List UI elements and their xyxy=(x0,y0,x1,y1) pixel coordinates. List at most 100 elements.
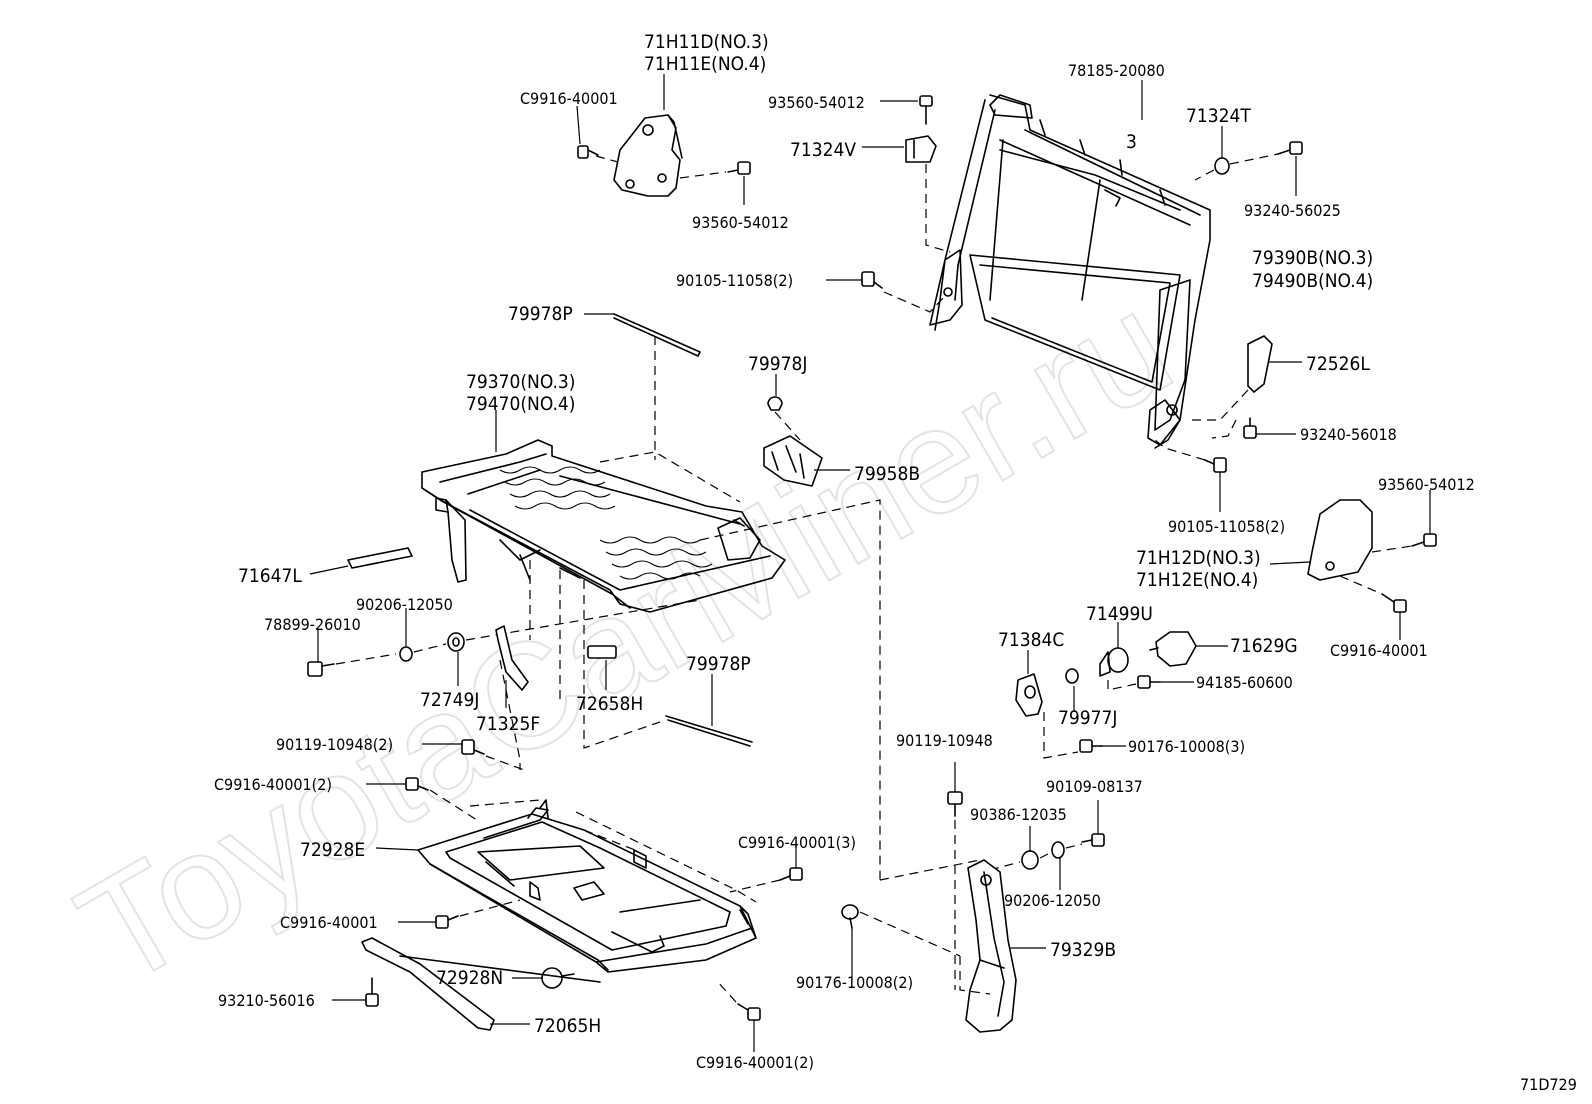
link-71325f[interactable] xyxy=(495,625,529,691)
part-label: 72526L xyxy=(1306,353,1370,375)
part-label: 90119-10948 xyxy=(896,731,993,750)
part-label: 71324V xyxy=(790,139,856,161)
lock-plate-71384c[interactable] xyxy=(1015,673,1043,717)
part-label: 71H12E(NO.4) xyxy=(1136,569,1258,591)
part-label: 93240-56018 xyxy=(1300,425,1397,444)
part-label: 79370(NO.3) xyxy=(466,371,575,393)
bracket-79958b[interactable] xyxy=(763,435,823,487)
bolt-icon xyxy=(1079,739,1103,753)
part-label: 90109-08137 xyxy=(1046,777,1143,796)
strap-72065h[interactable] xyxy=(361,937,601,1031)
bolt-icon xyxy=(1243,417,1257,439)
cap-71324t[interactable] xyxy=(1214,157,1230,175)
part-label: 79329B xyxy=(1050,939,1116,961)
part-label: 90176-10008(3) xyxy=(1128,737,1245,756)
diagram-code: 71D729 xyxy=(1520,1075,1577,1094)
part-label: 90105-11058(2) xyxy=(676,271,793,290)
strip-71647l[interactable] xyxy=(347,547,413,569)
part-label: 71384C xyxy=(998,629,1064,651)
seat-cushion-frame[interactable] xyxy=(421,439,786,613)
bolt-icon xyxy=(841,904,859,929)
bolt-icon xyxy=(727,161,751,175)
screw-icon xyxy=(365,977,379,1007)
part-label: 90176-10008(2) xyxy=(796,973,913,992)
hinge-cover-upper[interactable] xyxy=(613,114,683,197)
part-label: 72065H xyxy=(534,1015,601,1037)
side-pad-72526l[interactable] xyxy=(1247,335,1273,393)
part-label: 90105-11058(2) xyxy=(1168,517,1285,536)
part-label: 79978J xyxy=(748,353,807,375)
hinge-cover-lower[interactable] xyxy=(1307,499,1373,581)
collar-72749j[interactable] xyxy=(447,632,465,652)
part-label: 93560-54012 xyxy=(768,93,865,112)
part-label: C9916-40001(3) xyxy=(738,833,856,852)
part-label: C9916-40001(2) xyxy=(214,775,332,794)
part-label: 90386-12035 xyxy=(970,805,1067,824)
bolt-icon xyxy=(1081,833,1105,847)
under-tray-72928e[interactable] xyxy=(417,799,757,973)
bolt-icon xyxy=(1411,533,1437,547)
part-label: 93560-54012 xyxy=(692,213,789,232)
callout-labels: 71H11D(NO.3) 71H11E(NO.4) C9916-40001 93… xyxy=(214,31,1577,1094)
bolt-icon xyxy=(919,95,933,125)
part-label: 72928E xyxy=(300,839,365,861)
part-label: 71324T xyxy=(1186,105,1251,127)
part-label: C9916-40001 xyxy=(520,89,618,108)
part-label: 79390B(NO.3) xyxy=(1252,247,1373,269)
part-label: 71647L xyxy=(238,565,302,587)
seat-back-frame[interactable] xyxy=(929,94,1211,449)
part-label: 72658H xyxy=(576,693,643,715)
part-label: 71325F xyxy=(476,713,540,735)
part-label: 93560-54012 xyxy=(1378,475,1475,494)
part-label: 78185-20080 xyxy=(1068,61,1165,80)
screw-icon xyxy=(435,915,459,929)
part-label: C9916-40001 xyxy=(1330,641,1428,660)
part-label: C9916-40001 xyxy=(280,913,378,932)
part-label: 79978P xyxy=(686,653,751,675)
washer-icon xyxy=(1051,841,1065,859)
part-label: 79978P xyxy=(508,303,573,325)
part-label: 71H11E(NO.4) xyxy=(644,53,766,75)
part-label: 90206-12050 xyxy=(356,595,453,614)
knob-71629g[interactable] xyxy=(1149,631,1197,667)
bracket-71324v[interactable] xyxy=(905,135,937,163)
rod-79978p-upper[interactable] xyxy=(613,313,701,357)
bolt-icon xyxy=(1137,675,1161,689)
part-label: 72749J xyxy=(420,689,479,711)
pad-72658h[interactable] xyxy=(587,645,617,659)
part-label: 93210-56016 xyxy=(218,991,315,1010)
part-label: 71499U xyxy=(1086,603,1153,625)
part-label: 93240-56025 xyxy=(1244,201,1341,220)
screw-icon xyxy=(737,1003,761,1021)
part-label: 79958B xyxy=(854,463,920,485)
rod-79978p-lower[interactable] xyxy=(665,715,753,747)
bolt-icon xyxy=(307,661,335,677)
part-label: 72928N xyxy=(436,967,503,989)
bolt-icon xyxy=(461,739,485,755)
screw-icon xyxy=(779,867,803,881)
washer-icon xyxy=(399,646,413,662)
part-label: 71H11D(NO.3) xyxy=(644,31,769,53)
bolt-icon xyxy=(947,791,963,817)
part-label: 94185-60600 xyxy=(1196,673,1293,692)
bolt-icon xyxy=(577,145,599,159)
part-label: 71629G xyxy=(1230,635,1298,657)
part-label: 79490B(NO.4) xyxy=(1252,270,1373,292)
bushing-icon xyxy=(1021,850,1039,870)
lock-71499u[interactable] xyxy=(1099,647,1129,677)
bolt-icon xyxy=(1277,141,1303,155)
bolt-icon xyxy=(861,271,883,289)
clip-79978j[interactable] xyxy=(767,396,783,411)
bolt-icon xyxy=(1381,593,1407,613)
leg-79329b[interactable] xyxy=(965,859,1017,1033)
part-label: 71H12D(NO.3) xyxy=(1136,547,1261,569)
bolt-icon xyxy=(1204,457,1227,473)
washer-icon xyxy=(1065,668,1079,684)
part-label: 79470(NO.4) xyxy=(466,393,575,415)
part-label: 78899-26010 xyxy=(264,615,361,634)
part-label: 90206-12050 xyxy=(1004,891,1101,910)
part-label: C9916-40001(2) xyxy=(696,1053,814,1072)
part-label: 90119-10948(2) xyxy=(276,735,393,754)
